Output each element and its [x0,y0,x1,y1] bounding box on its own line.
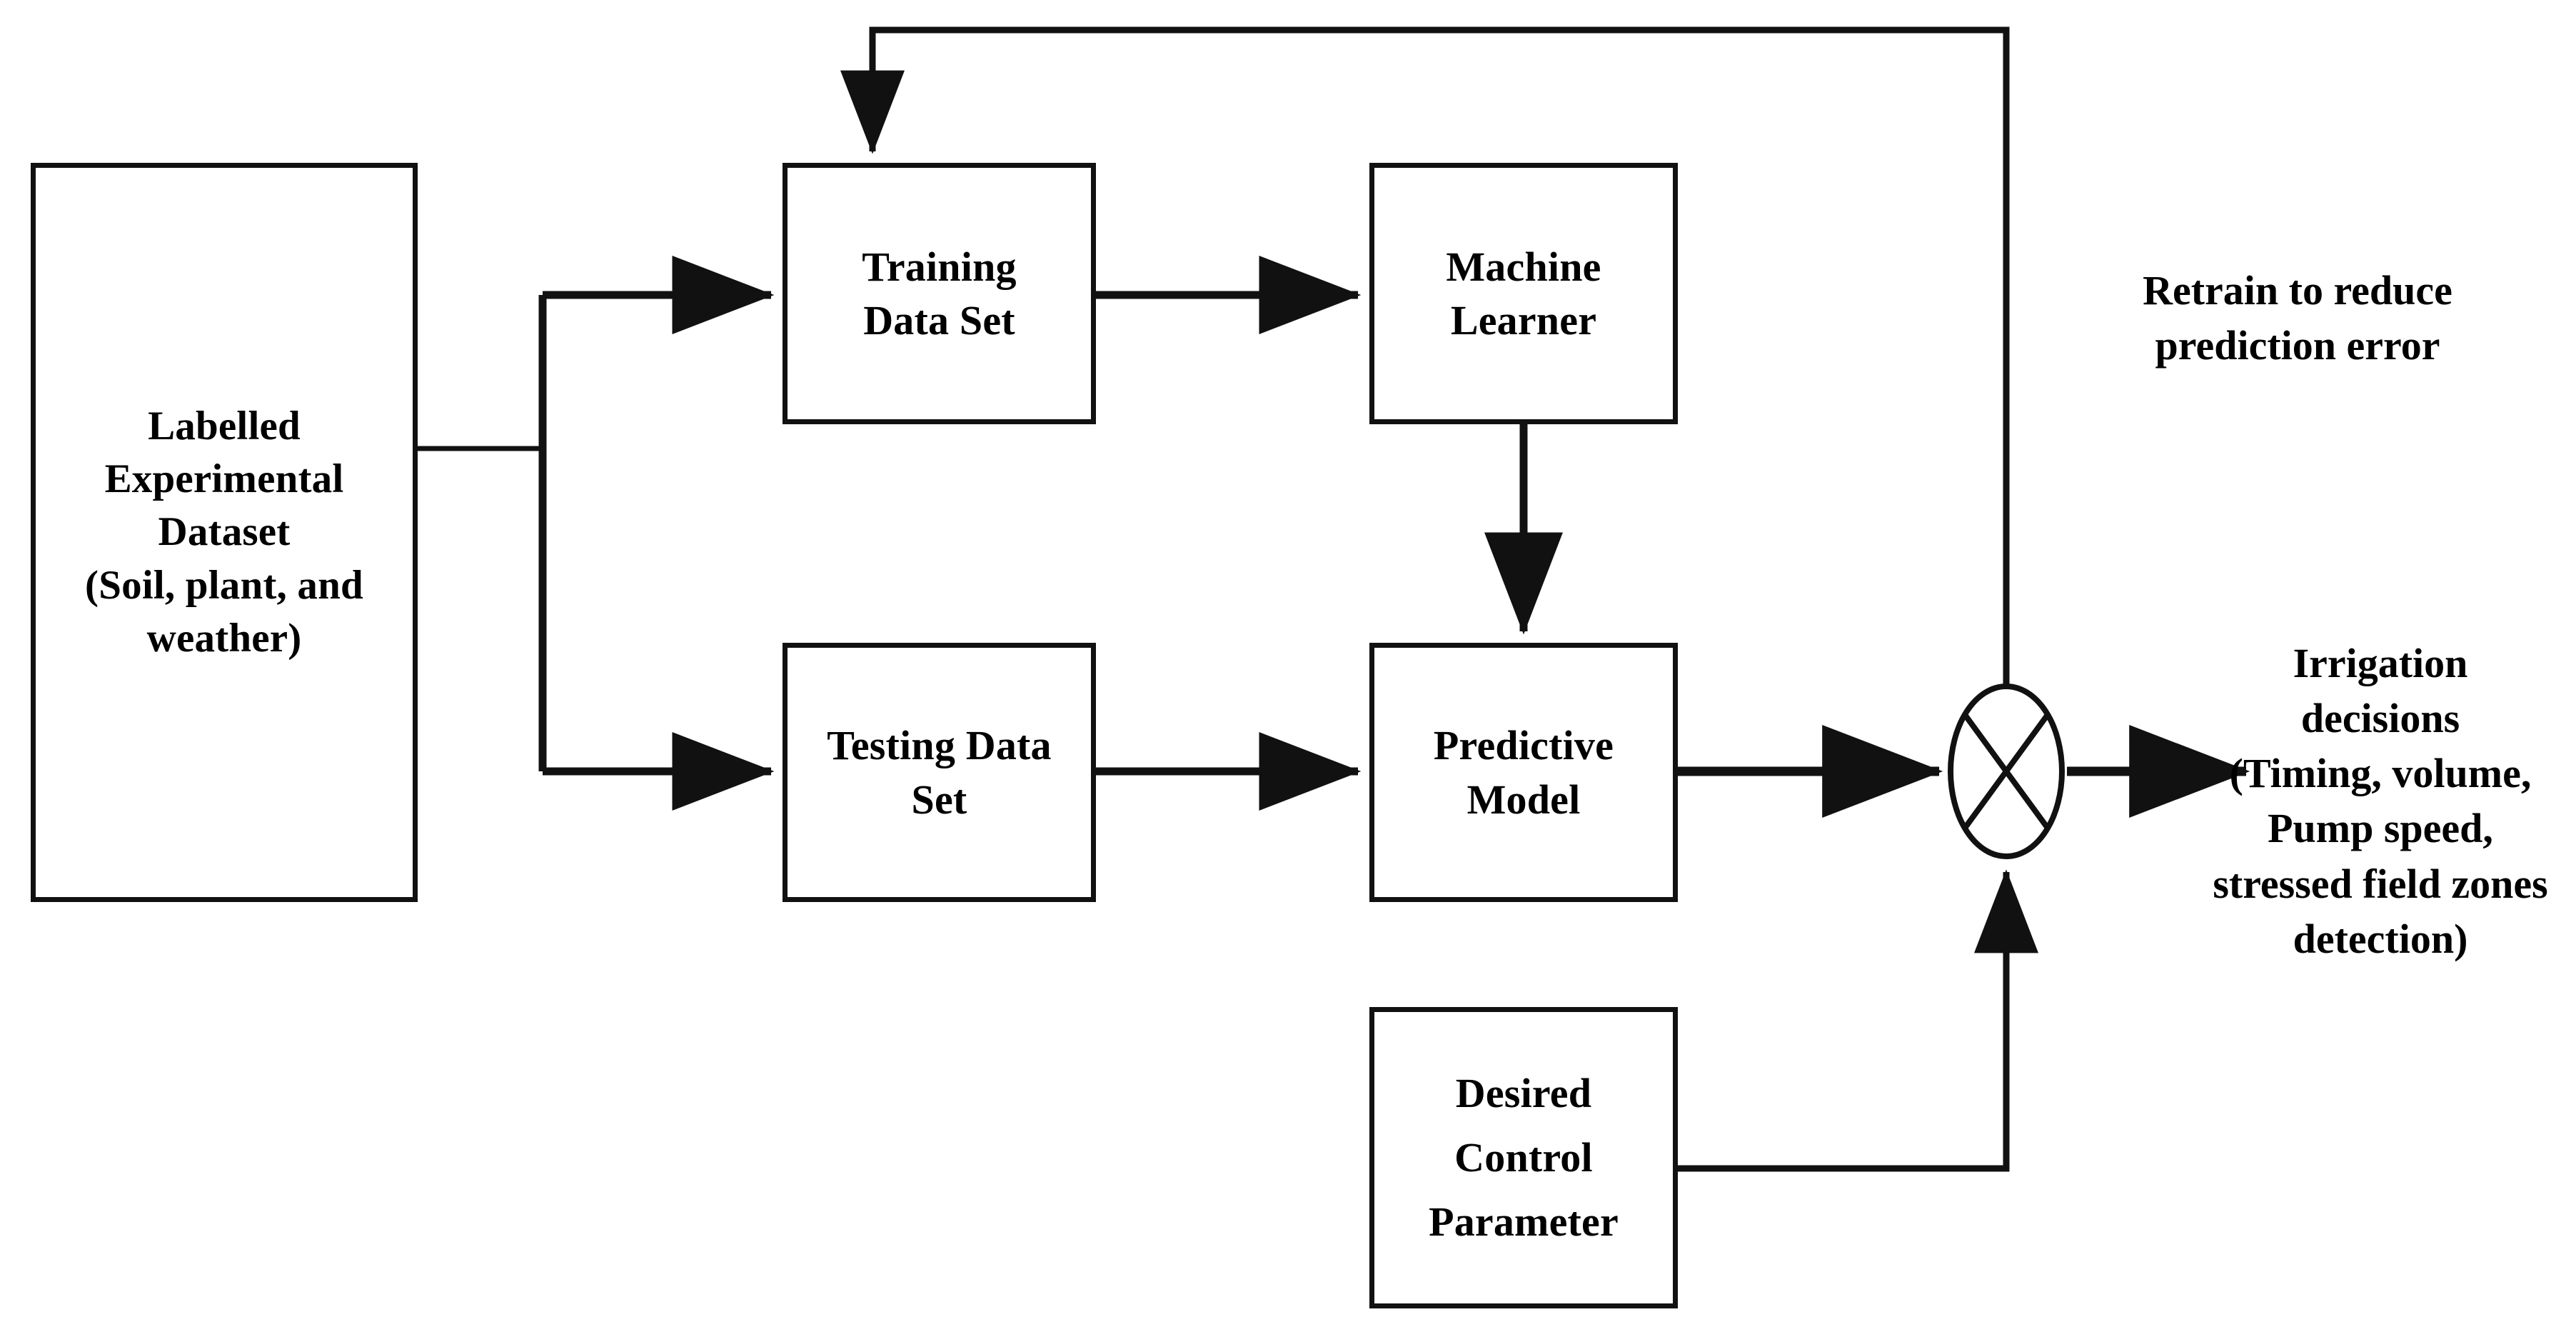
node-training-label: Training Data Set [862,243,1017,344]
edge-control-to-junction [1678,869,2039,1172]
node-desired-control-parameter[interactable]: Desired Control Parameter [1369,1007,1678,1308]
annotation-retrain-to-reduce-prediction-error: Retrain to reduce prediction error [2143,267,2452,369]
node-labelled-experimental-dataset[interactable]: Labelled Experimental Dataset (Soil, pla… [31,163,418,902]
node-learner-label: Machine Learner [1446,243,1601,344]
node-testing-data-set[interactable]: Testing Data Set [783,643,1096,902]
node-machine-learner[interactable]: Machine Learner [1369,163,1678,424]
annotation-irrigation-decisions: Irrigation decisions (Timing, volume, Pu… [2213,640,2548,962]
node-predictive-label: Predictive Model [1433,722,1614,823]
junction-cross-stroke-b [1963,713,2050,829]
node-control-label: Desired Control Parameter [1429,1070,1619,1245]
node-predictive-model[interactable]: Predictive Model [1369,643,1678,902]
summing-junction-node[interactable] [1946,682,2067,861]
node-testing-label: Testing Data Set [827,722,1052,823]
node-training-data-set[interactable]: Training Data Set [783,163,1096,424]
node-dataset-label: Labelled Experimental Dataset (Soil, pla… [85,404,363,661]
